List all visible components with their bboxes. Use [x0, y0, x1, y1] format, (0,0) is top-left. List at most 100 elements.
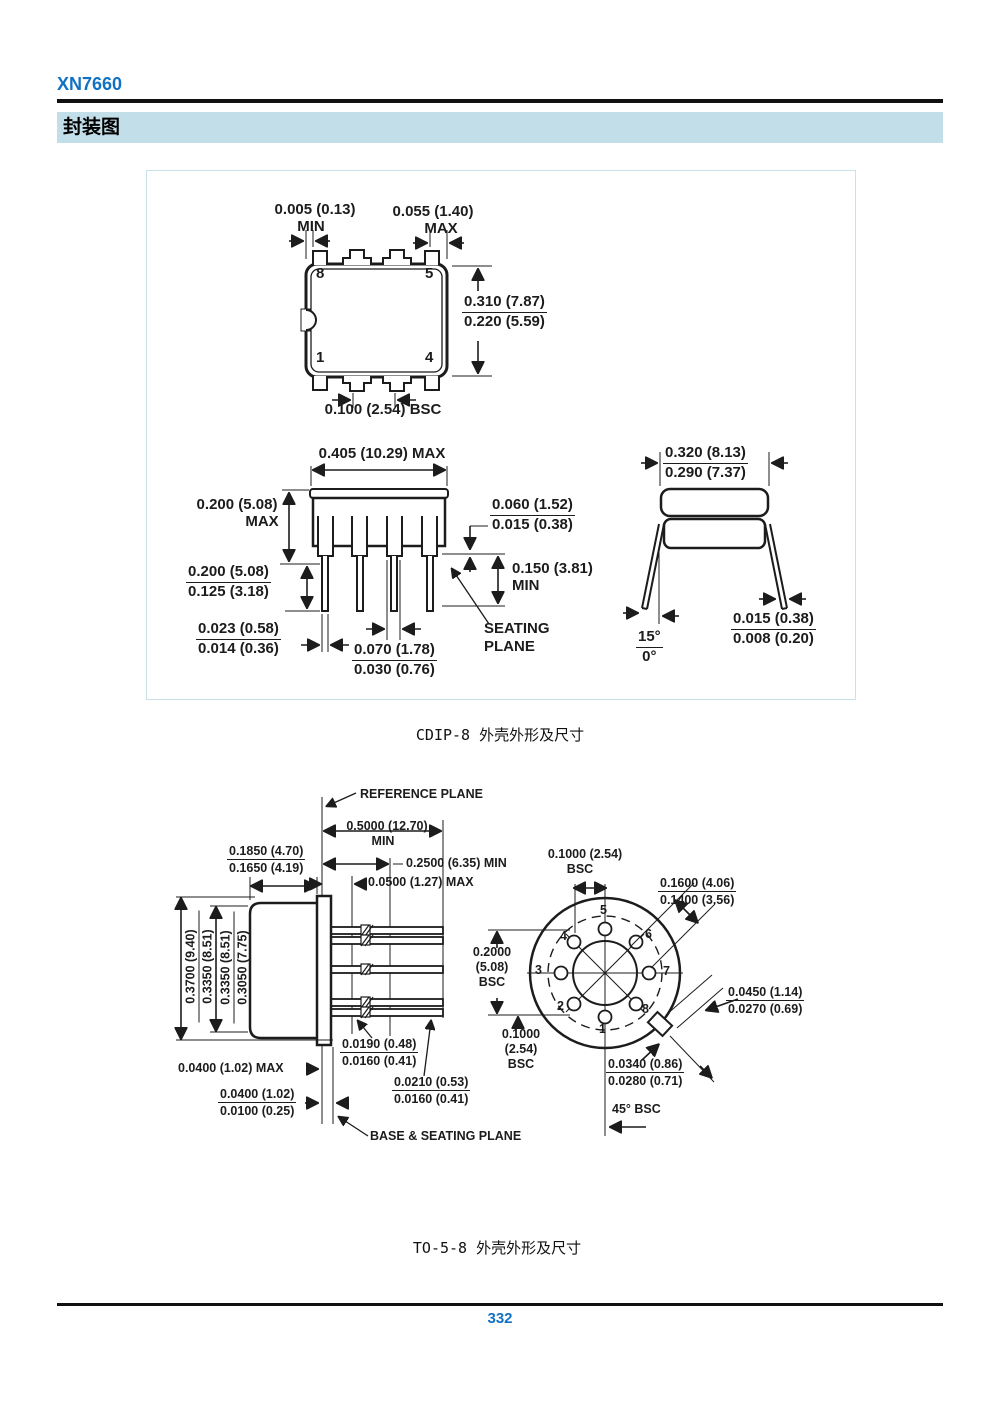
dim-body-width: 0.310 (7.87) 0.220 (5.59): [462, 293, 547, 331]
dim-pin-offset-qual: MIN: [297, 218, 325, 235]
cdip-caption: CDIP-8 外壳外形及尺寸: [415, 726, 585, 744]
footer-rule: [57, 1303, 943, 1306]
dim-flange-thickness: 0.0400 (1.02) MAX: [178, 1061, 284, 1075]
dim-end-lead-thickness-max: 0.015 (0.38): [731, 610, 816, 630]
dim-row-spacing-mm: (5.08): [475, 960, 509, 974]
dim-lead-dia-max: 0.0190 (0.48): [340, 1037, 419, 1053]
seating-plane-label-1: SEATING: [484, 620, 550, 637]
dim-standoff-qual: MIN: [512, 577, 540, 594]
dim-can-dia-min: 0.3350 (8.51): [200, 929, 215, 1004]
cdip-end-view-drawing: [623, 452, 806, 624]
dim-tab-width: 0.0340 (0.86) 0.0280 (0.71): [606, 1057, 685, 1088]
dim-lead-length-qual: MIN: [371, 834, 395, 848]
to5-pin-1: 1: [599, 1022, 606, 1036]
dim-shoulder-width-min: 0.030 (0.76): [354, 660, 435, 678]
dim-lead-thickness-max: 0.023 (0.58): [196, 620, 281, 640]
dim-shoulder-height: 0.060 (1.52) 0.015 (0.38): [490, 496, 575, 534]
dim-end-lead-thickness-min: 0.008 (0.20): [733, 629, 814, 647]
dim-tab-length-max: 0.0450 (1.14): [726, 985, 805, 1001]
dim-end-lead-thickness: 0.015 (0.38) 0.008 (0.20): [731, 610, 816, 648]
dim-shoulder-width: 0.070 (1.78) 0.030 (0.76): [352, 641, 437, 679]
dim-lead-length-min: 0.125 (3.18): [188, 582, 269, 600]
cdip-figure-frame: [146, 170, 856, 700]
dim-lead-length-max: 0.200 (5.08): [186, 563, 271, 583]
dim-lead-dia2-max: 0.0210 (0.53): [392, 1075, 471, 1091]
dim-shoulder-height-max: 0.060 (1.52): [490, 496, 575, 516]
to5-pin-2: 2: [557, 999, 564, 1013]
to5-pin-3: 3: [535, 963, 542, 977]
to5-pin-4: 4: [560, 929, 567, 943]
dim-tab-width-max: 0.0340 (0.86): [606, 1057, 685, 1073]
dim-lead-angle: 15° 0°: [636, 628, 663, 666]
dim-standoff: 0.0400 (1.02) 0.0100 (0.25): [218, 1087, 297, 1118]
dim-pin-pitch: 0.100 (2.54) BSC: [324, 401, 442, 418]
dim-lead-dia: 0.0190 (0.48) 0.0160 (0.41): [340, 1037, 419, 1068]
dim-pin-offset: 0.005 (0.13): [274, 201, 356, 218]
seating-plane-label-2: PLANE: [484, 638, 535, 655]
dim-tab-length-min: 0.0270 (0.69): [728, 1002, 803, 1016]
cdip-top-view-drawing: [289, 230, 492, 408]
dim-lead-thickness: 0.023 (0.58) 0.014 (0.36): [196, 620, 281, 658]
to5-pin-8: 8: [642, 1002, 649, 1016]
to5-pin-7: 7: [663, 964, 670, 978]
dim-lead-thickness-min: 0.014 (0.36): [198, 639, 279, 657]
dim-body-dia: 0.3350 (8.51) 0.3050 (7.75): [218, 911, 250, 1024]
dim-col-spacing-mm: (2.54): [504, 1042, 538, 1056]
reference-plane-label: REFERENCE PLANE: [360, 787, 483, 801]
dim-standoff: 0.150 (3.81): [512, 560, 593, 577]
dim-col-spacing-value: 0.1000: [501, 1027, 541, 1041]
dim-circle-dia-min: 0.1400 (3.56): [660, 893, 735, 907]
dim-end-width: 0.320 (8.13) 0.290 (7.37): [663, 444, 748, 482]
dim-lead-angle-min: 0°: [642, 647, 657, 665]
dim-circle-dia-max: 0.1600 (4.06): [658, 876, 737, 892]
dim-cap-dia-max: 0.1850 (4.70): [227, 844, 306, 860]
dim-shoulder-height-min: 0.015 (0.38): [492, 515, 573, 533]
pin-number-4: 4: [425, 349, 434, 366]
dim-pin-spacing-qual: BSC: [566, 862, 594, 876]
dim-cap-dia: 0.1850 (4.70) 0.1650 (4.19): [227, 844, 306, 875]
dim-circle-dia: 0.1600 (4.06) 0.1400 (3.56): [658, 876, 737, 907]
section-title: 封装图: [63, 117, 121, 138]
to5-caption: TO-5-8 外壳外形及尺寸: [412, 1239, 582, 1257]
dim-cap-dia-min: 0.1650 (4.19): [229, 861, 304, 875]
dim-pin-width-qual: MAX: [424, 220, 458, 237]
to5-bottom-view-drawing: [488, 883, 739, 1136]
dim-lead-dia-min: 0.0160 (0.41): [342, 1054, 417, 1068]
dim-col-spacing-qual: BSC: [507, 1057, 535, 1071]
to5-side-view-drawing: [176, 792, 444, 1137]
dim-can-dia-max: 0.3700 (9.40): [183, 910, 200, 1023]
header-rule: [57, 99, 943, 103]
dim-tab-length: 0.0450 (1.14) 0.0270 (0.69): [726, 985, 805, 1016]
dim-lead-length: 0.200 (5.08) 0.125 (3.18): [186, 563, 271, 601]
dim-tab-angle: 45° BSC: [612, 1102, 661, 1116]
dim-body-width-max: 0.310 (7.87): [462, 293, 547, 313]
to5-pin-6: 6: [645, 927, 652, 941]
dim-standoff-min: 0.0100 (0.25): [220, 1104, 295, 1118]
dim-can-dia: 0.3700 (9.40) 0.3350 (8.51): [183, 910, 215, 1023]
base-seating-plane-label: BASE & SEATING PLANE: [370, 1129, 522, 1143]
dim-pin-spacing: 0.1000 (2.54): [547, 847, 623, 861]
dim-body-dia-min: 0.3050 (7.75): [235, 930, 250, 1005]
dim-body-width-min: 0.220 (5.59): [464, 312, 545, 330]
to5-pin-5: 5: [600, 903, 607, 917]
dim-length-max: 0.405 (10.29) MAX: [318, 445, 446, 462]
dim-row-spacing-qual: BSC: [478, 975, 506, 989]
dim-end-width-min: 0.290 (7.37): [665, 463, 746, 481]
dim-lead-angle-max: 15°: [636, 628, 663, 648]
dim-lead-gage: 0.2500 (6.35) MIN: [406, 856, 507, 870]
dim-end-width-max: 0.320 (8.13): [663, 444, 748, 464]
dim-tab-width-min: 0.0280 (0.71): [608, 1074, 683, 1088]
dim-body-dia-max: 0.3350 (8.51): [218, 911, 235, 1024]
dim-lead-dia2-min: 0.0160 (0.41): [394, 1092, 469, 1106]
cdip-front-view-drawing: [280, 466, 505, 652]
dim-lead-dia2: 0.0210 (0.53) 0.0160 (0.41): [392, 1075, 471, 1106]
dim-shoulder-width-max: 0.070 (1.78): [352, 641, 437, 661]
pin-number-1: 1: [316, 349, 325, 366]
dim-lead-root: 0.0500 (1.27) MAX: [368, 875, 474, 889]
dim-row-spacing-value: 0.2000: [472, 945, 512, 959]
pin-number-8: 8: [316, 265, 325, 282]
dim-body-height-qual: MAX: [245, 513, 279, 530]
dim-body-height: 0.200 (5.08): [196, 496, 278, 513]
